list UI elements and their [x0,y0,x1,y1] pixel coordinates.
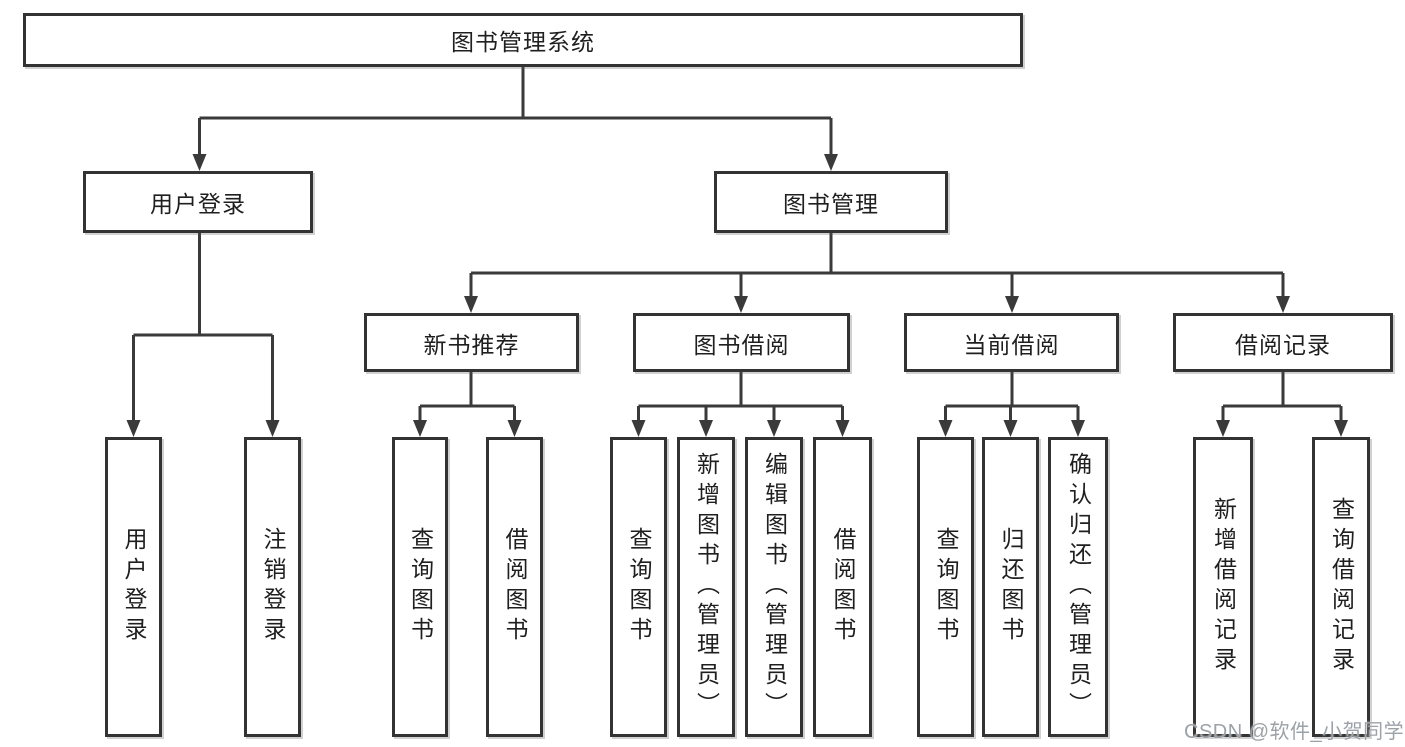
node-book-borrow-label: 图书借阅 [693,331,790,358]
watermark: CSDN @软件_小贺同学 [1184,721,1405,743]
node-new-book-recommend-label: 新书推荐 [423,331,520,358]
leaf-cb-query-books-label: 查询图书 [933,527,959,647]
leaf-nb-borrow-books-label: 借阅图书 [502,527,528,647]
connector-new-book-to-leaves [413,372,522,437]
leaf-logout: 注销登录 [244,437,301,737]
node-current-borrow: 当前借阅 [904,313,1119,372]
node-root-label: 图书管理系统 [451,29,595,55]
connector-book-management-to-level2 [464,233,1290,313]
leaf-br-add-record-label: 新增借阅记录 [1210,497,1237,677]
node-root: 图书管理系统 [23,13,1023,67]
node-book-management: 图书管理 [714,171,948,233]
connector-book-borrow-to-leaves [631,372,850,437]
connector-root-to-level1 [192,67,838,171]
leaf-bb-edit-books-admin: 编辑图书（管理员） [745,437,803,737]
leaf-user-login: 用户登录 [105,437,162,737]
leaf-cb-return-books: 归还图书 [982,437,1039,737]
leaf-bb-edit-books-admin-label: 编辑图书（管理员） [761,452,788,722]
node-borrow-records: 借阅记录 [1173,313,1393,372]
node-user-login: 用户登录 [83,171,313,233]
leaf-logout-label: 注销登录 [260,527,286,647]
leaf-user-login-label: 用户登录 [121,527,147,647]
leaf-nb-query-books-label: 查询图书 [407,527,434,647]
leaf-bb-borrow-books: 借阅图书 [813,437,872,737]
leaf-bb-add-books-admin-label: 新增图书（管理员） [693,452,720,722]
node-borrow-records-label: 借阅记录 [1235,331,1331,358]
node-book-borrow: 图书借阅 [633,313,850,372]
connector-user-login-to-leaves [126,233,280,437]
leaf-bb-add-books-admin: 新增图书（管理员） [677,437,735,737]
leaf-nb-borrow-books: 借阅图书 [486,437,543,737]
leaf-cb-query-books: 查询图书 [917,437,974,737]
leaf-bb-borrow-books-label: 借阅图书 [830,527,856,647]
node-user-login-label: 用户登录 [150,191,246,217]
connector-current-borrow-to-leaves [938,372,1085,437]
leaf-cb-confirm-return-admin-label: 确认归还（管理员） [1065,452,1092,722]
node-new-book-recommend: 新书推荐 [364,313,579,372]
connector-borrow-records-to-leaves [1216,372,1348,437]
leaf-br-query-record: 查询借阅记录 [1312,437,1370,737]
leaf-br-query-record-label: 查询借阅记录 [1328,497,1355,677]
node-book-management-label: 图书管理 [783,191,879,217]
leaf-bb-query-books: 查询图书 [610,437,667,737]
leaf-bb-query-books-label: 查询图书 [626,527,652,647]
leaf-nb-query-books: 查询图书 [392,437,448,737]
leaf-br-add-record: 新增借阅记录 [1193,437,1253,737]
node-current-borrow-label: 当前借阅 [963,331,1060,358]
leaf-cb-confirm-return-admin: 确认归还（管理员） [1048,437,1108,737]
leaf-cb-return-books-label: 归还图书 [998,527,1024,647]
